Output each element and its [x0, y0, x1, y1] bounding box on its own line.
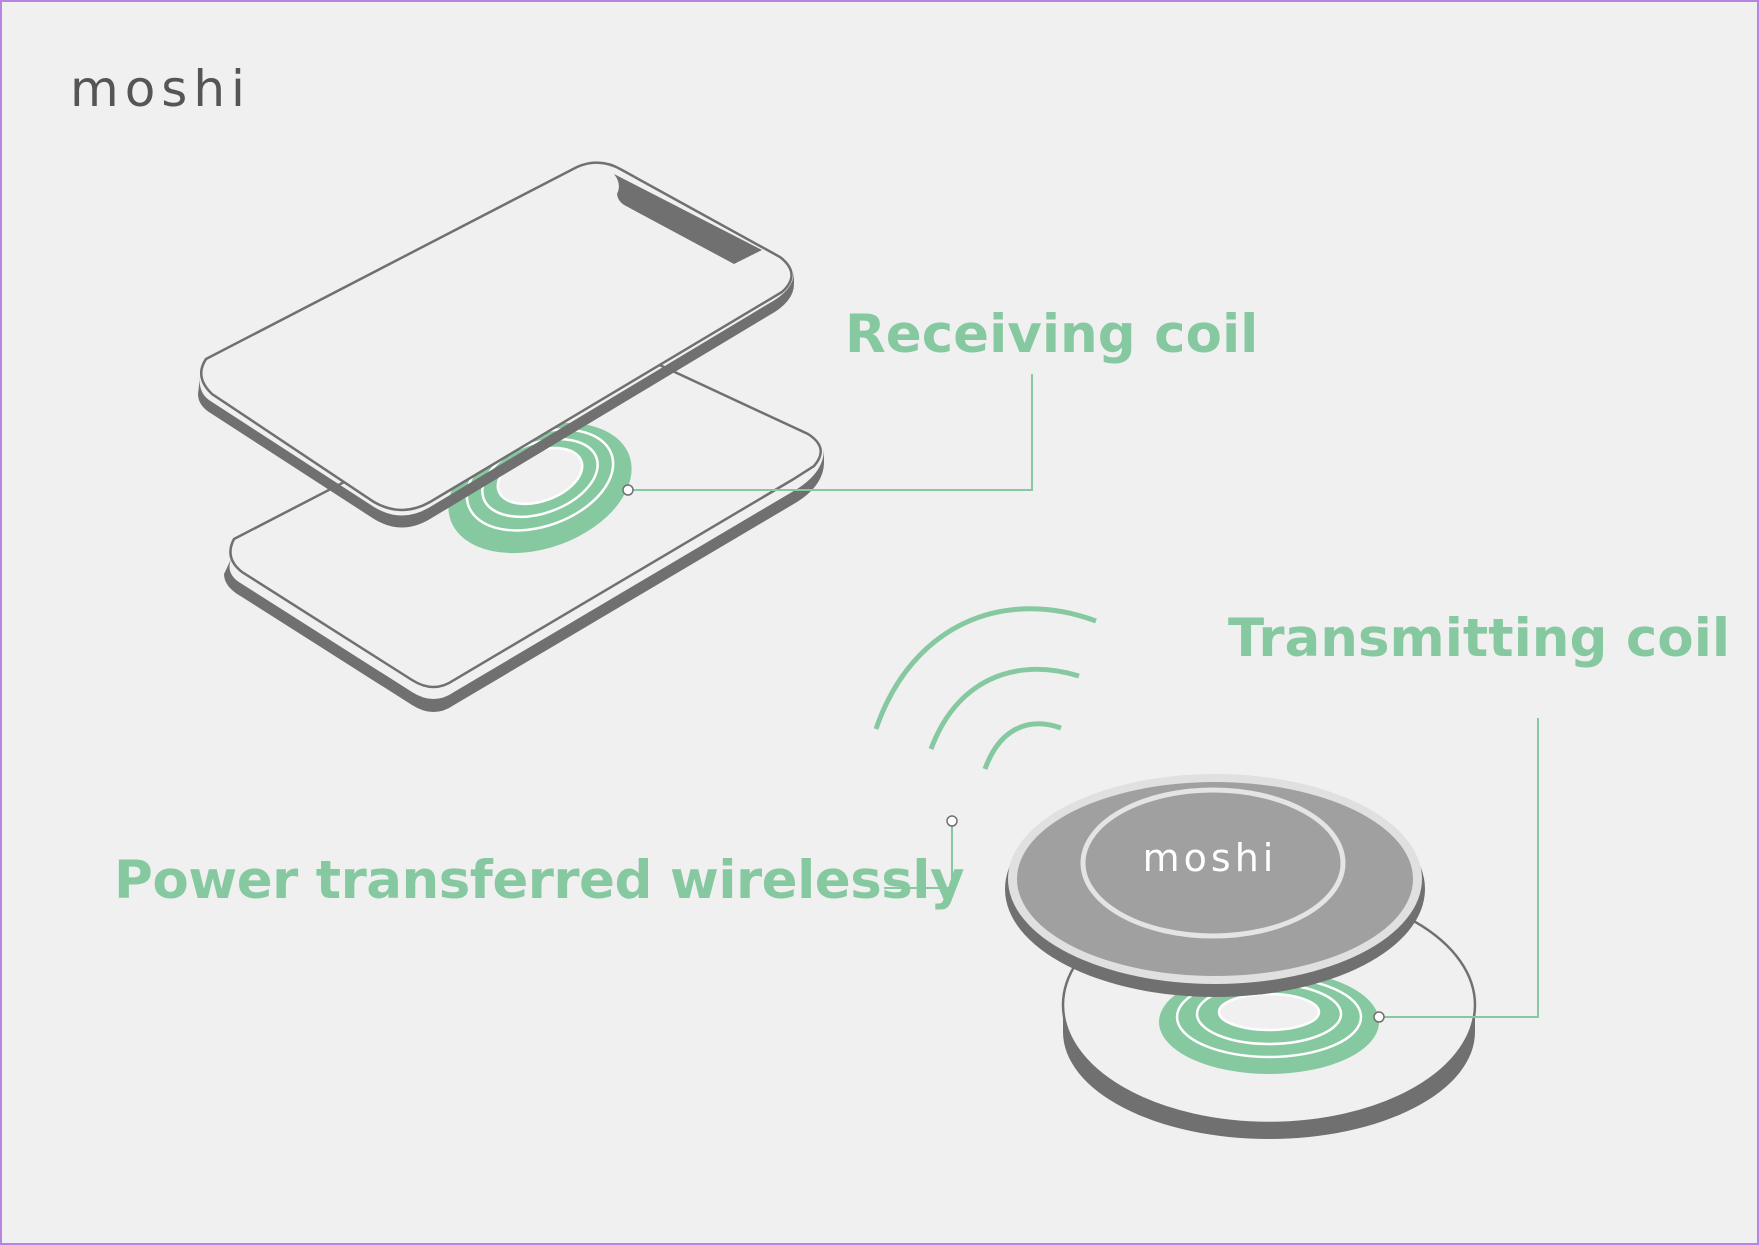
receiving-coil-leader: [628, 374, 1033, 491]
phone-illustration: [198, 161, 794, 528]
callout-dots: [622, 484, 1385, 1023]
power-transferred-leader: [884, 821, 953, 889]
charger-pad-illustration: [1005, 774, 1425, 997]
transmitting-coil-label: Transmitting coil: [1228, 608, 1731, 669]
callout-lines: [628, 374, 1539, 1018]
transmitting-coil-dot: [1373, 1011, 1385, 1023]
brand-logo: moshi: [70, 60, 251, 118]
receiving-coil-dot: [622, 484, 634, 496]
wireless-waves-icon: [873, 606, 1097, 770]
charger-logo: moshi: [1143, 836, 1278, 880]
power-transferred-label: Power transferred wirelessly: [114, 850, 965, 911]
receiving-coil-label: Receiving coil: [845, 304, 1259, 365]
power-transferred-dot: [946, 815, 958, 827]
transmitting-coil-leader: [1379, 718, 1539, 1018]
